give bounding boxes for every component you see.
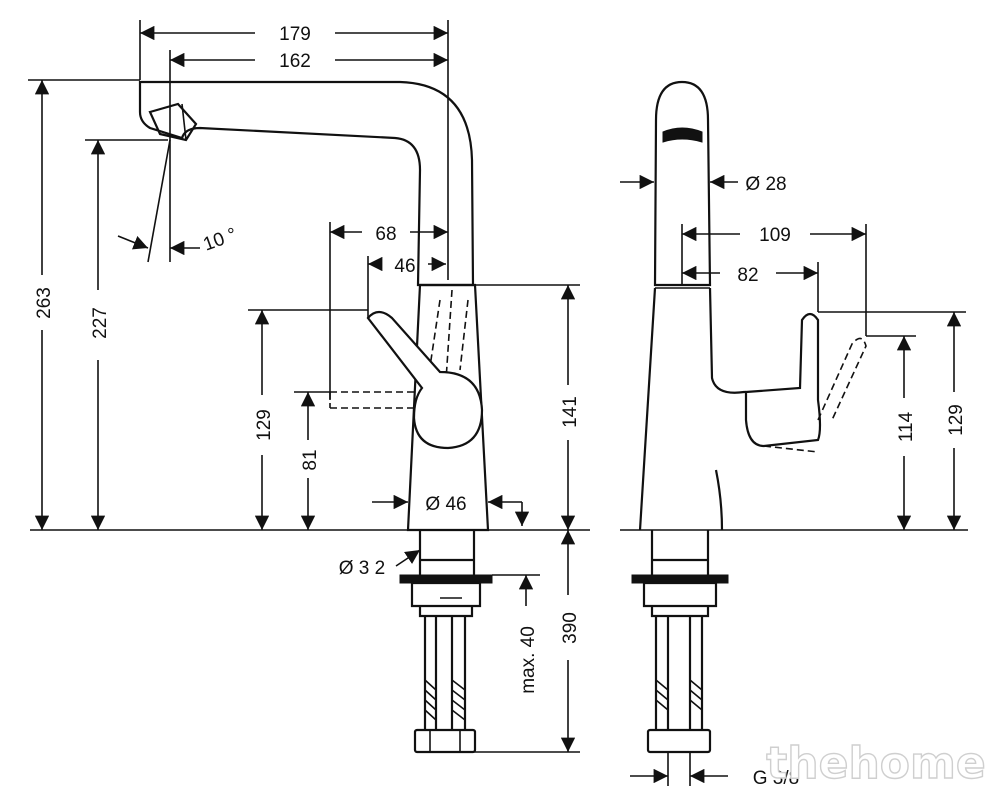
dim-max-thickness: max. 40 <box>518 626 539 694</box>
hoses <box>423 616 467 730</box>
dim-spout-angle: 10 ° <box>201 224 240 255</box>
dim-shank-length: 390 <box>560 612 581 644</box>
body-outline <box>406 283 490 532</box>
side-hose-hatching <box>655 679 703 711</box>
side-mounting-plate <box>631 574 729 584</box>
dim-lever-height-low: 81 <box>300 449 321 470</box>
lever-outline <box>366 310 484 450</box>
dim-body-height: 141 <box>560 396 581 428</box>
side-shank <box>650 530 710 575</box>
dim-height-outlet: 227 <box>90 307 111 339</box>
spout-aerator <box>148 102 198 142</box>
dim-height-total: 263 <box>34 287 55 319</box>
side-spout <box>653 80 712 287</box>
dim-lever-height: 129 <box>254 409 275 441</box>
dim-width-total: 179 <box>279 24 311 45</box>
dim-shank-diameter: Ø 3 2 <box>339 558 385 579</box>
front-view <box>30 50 590 754</box>
side-mounting-nut <box>642 581 718 618</box>
side-hoses <box>654 616 704 730</box>
mounting-nut <box>410 581 482 618</box>
side-body <box>638 287 746 531</box>
dim-width-spout: 162 <box>279 51 311 72</box>
dim-lever-reach: 68 <box>375 224 396 245</box>
hose-hatching <box>424 679 466 721</box>
mounting-plate <box>399 574 493 584</box>
dim-side-reach-short: 82 <box>737 265 758 286</box>
dimension-lines: 179 162 263 227 10 ° 68 46 129 <box>28 20 967 789</box>
dim-lever-reach-short: 46 <box>394 256 415 277</box>
lever-hidden <box>329 391 418 409</box>
dim-side-height-total: 129 <box>946 404 967 436</box>
spray-angle-line <box>147 139 171 263</box>
dim-connection: G 3/8 <box>753 768 799 789</box>
body-hidden-2 <box>445 289 453 381</box>
dim-side-height: 114 <box>896 411 917 442</box>
shank-neck <box>418 530 476 575</box>
dim-body-diameter: Ø 46 <box>425 494 466 515</box>
spout-outline <box>138 80 475 287</box>
side-view <box>620 80 968 754</box>
side-lever-hidden <box>763 337 867 453</box>
side-spout-tip <box>662 127 703 143</box>
side-hose-fittings <box>646 728 712 754</box>
dim-side-reach: 109 <box>759 225 791 246</box>
dim-spout-diameter: Ø 28 <box>745 174 786 195</box>
watermark: thehome <box>766 738 985 789</box>
side-lever <box>744 312 822 448</box>
aerator-line <box>181 103 187 141</box>
hose-fittings <box>413 728 477 754</box>
